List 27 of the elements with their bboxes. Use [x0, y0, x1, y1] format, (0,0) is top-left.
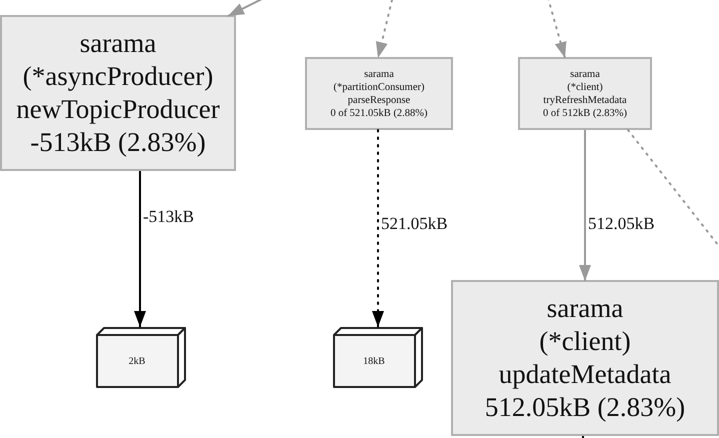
node-text: 2kB	[128, 356, 146, 368]
node-text: updateMetadata	[498, 358, 672, 391]
node-text: (*client)	[567, 80, 603, 94]
node-text: sarama	[546, 292, 624, 325]
node-text: (*client)	[539, 325, 631, 358]
node-text: 512.05kB (2.83%)	[484, 391, 686, 424]
node-text: parseResponse	[348, 94, 410, 106]
arrow	[579, 130, 591, 281]
node-text: sarama	[80, 27, 156, 60]
node-text: newTopicProducer	[16, 93, 220, 126]
function-box	[305, 57, 453, 130]
arrow	[376, 0, 393, 59]
function-box	[518, 57, 652, 130]
node-text: 18kB	[363, 356, 385, 368]
node-text: (*asyncProducer)	[22, 60, 214, 93]
node-text: (*partitionConsumer)	[334, 80, 424, 94]
arrow	[134, 171, 146, 327]
arrow	[372, 129, 384, 328]
node-text: 0 of 512kB (2.83%)	[543, 106, 627, 120]
node-text: 0 of 521.05kB (2.88%)	[330, 106, 428, 120]
node-text: sarama	[570, 68, 600, 80]
node-text: tryRefreshMetadata	[543, 94, 627, 106]
arrow	[547, 0, 566, 59]
node-text: sarama	[364, 68, 394, 80]
function-box	[0, 15, 236, 171]
function-box	[451, 280, 719, 436]
node-text: -513kB (2.83%)	[30, 126, 206, 159]
